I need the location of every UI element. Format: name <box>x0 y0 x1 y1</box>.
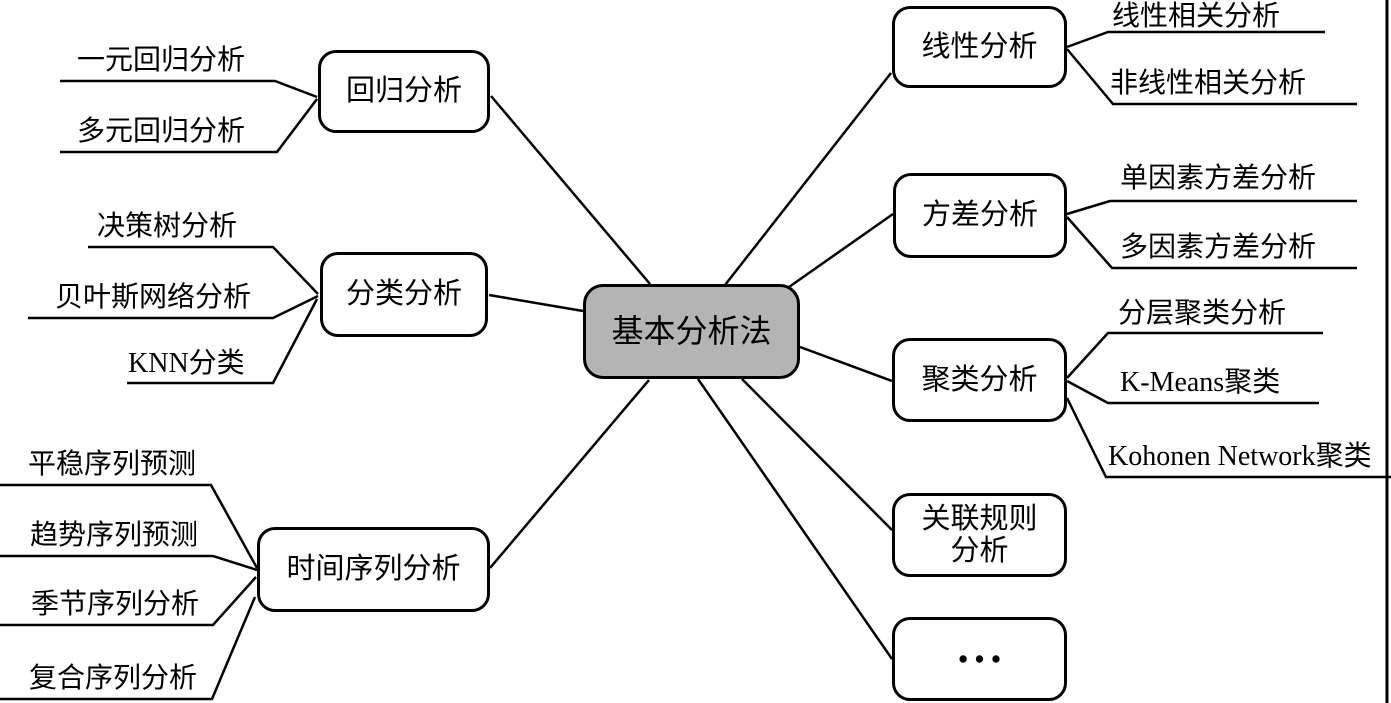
leaf-label-cluster-2: Kohonen Network聚类 <box>1108 441 1372 472</box>
leaf-label-time-series-1: 趋势序列预测 <box>30 520 199 551</box>
leaf-label-linear-0: 线性相关分析 <box>1112 1 1281 32</box>
leaf-line-classification-0 <box>88 245 319 295</box>
leaf-line-regression-0 <box>60 79 318 99</box>
leaf-label-variance-1: 多因素方差分析 <box>1120 232 1317 263</box>
node-variance-label: 方差分析 <box>921 199 1038 232</box>
leaf-line-variance-1 <box>1066 216 1357 270</box>
branch-line-cluster <box>799 345 893 383</box>
node-center-label: 基本分析法 <box>611 312 772 349</box>
leaf-line-cluster-0 <box>1066 331 1323 379</box>
node-classification-label: 分类分析 <box>345 278 462 311</box>
leaf-label-classification-1: 贝叶斯网络分析 <box>55 282 252 313</box>
node-cluster: 聚类分析 <box>892 338 1067 422</box>
leaf-line-variance-0 <box>1066 199 1357 216</box>
node-regression: 回归分析 <box>318 50 490 133</box>
leaf-label-variance-0: 单因素方差分析 <box>1120 163 1317 194</box>
node-linear: 线性分析 <box>892 6 1067 88</box>
node-classification: 分类分析 <box>320 252 488 337</box>
leaf-label-time-series-2: 季节序列分析 <box>31 589 200 620</box>
leaf-label-linear-1: 非线性相关分析 <box>1110 68 1307 99</box>
leaf-line-cluster-1 <box>1066 379 1319 405</box>
leaf-line-regression-1 <box>60 98 318 154</box>
leaf-line-time-series-1 <box>0 554 258 572</box>
leaf-label-classification-0: 决策树分析 <box>97 211 238 242</box>
leaf-label-cluster-1: K-Means聚类 <box>1120 367 1281 398</box>
leaf-label-time-series-3: 复合序列分析 <box>29 663 198 694</box>
node-linear-label: 线性分析 <box>921 30 1038 63</box>
leaf-line-time-series-3 <box>0 596 257 701</box>
branch-line-association <box>741 378 893 531</box>
leaf-label-regression-0: 一元回归分析 <box>77 45 246 76</box>
leaf-label-classification-2: KNN分类 <box>128 348 245 379</box>
leaf-label-regression-1: 多元回归分析 <box>77 116 246 147</box>
node-cluster-label: 聚类分析 <box>921 363 1038 396</box>
node-variance: 方差分析 <box>893 173 1067 258</box>
leaf-label-cluster-0: 分层聚类分析 <box>1118 298 1287 329</box>
leaf-line-cluster-2 <box>1065 397 1391 479</box>
node-center: 基本分析法 <box>583 284 800 379</box>
leaf-line-linear-0 <box>1066 30 1325 49</box>
leaf-line-time-series-2 <box>0 576 257 627</box>
node-time-series: 时间序列分析 <box>257 527 490 612</box>
branch-line-ellipsis <box>696 378 894 660</box>
node-ellipsis: ••• <box>892 617 1067 701</box>
branch-line-regression <box>490 95 651 285</box>
node-association-label-line1: 关联规则 <box>921 502 1038 535</box>
node-time-series-label: 时间序列分析 <box>286 553 461 586</box>
node-regression-label: 回归分析 <box>345 75 462 108</box>
node-ellipsis-label: ••• <box>958 643 1008 674</box>
leaf-line-classification-1 <box>28 294 319 320</box>
node-association: 关联规则 分析 <box>892 493 1067 577</box>
node-association-label-line2: 分析 <box>950 535 1009 567</box>
branch-line-time-series <box>489 379 650 569</box>
leaf-label-time-series-0: 平稳序列预测 <box>28 449 197 480</box>
leaf-line-time-series-0 <box>0 483 259 569</box>
leaf-line-classification-2 <box>127 298 319 385</box>
leaf-line-linear-1 <box>1066 48 1357 106</box>
branch-line-linear <box>724 72 892 286</box>
branch-line-classification <box>488 293 584 313</box>
branch-line-variance <box>788 212 894 289</box>
